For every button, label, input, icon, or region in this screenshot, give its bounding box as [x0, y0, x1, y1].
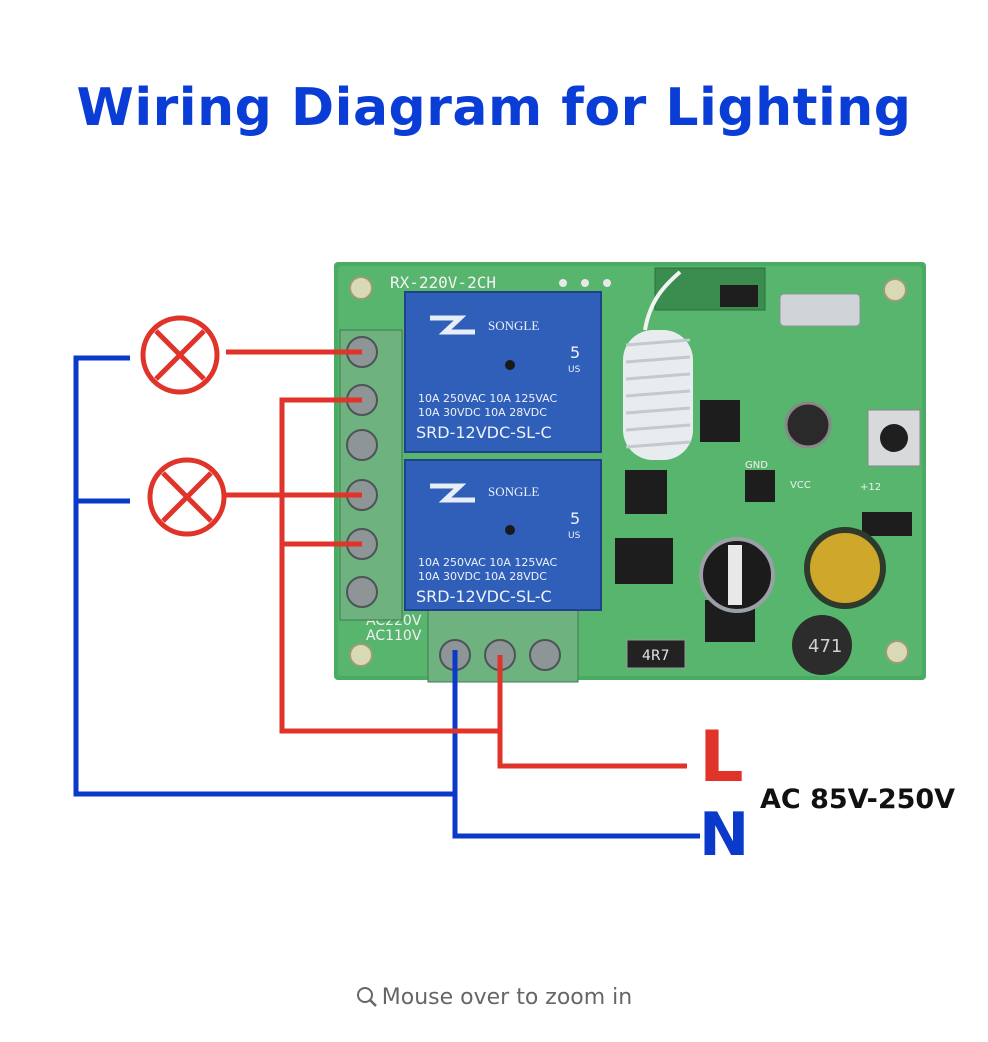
voltage-range-label: AC 85V-250V — [760, 784, 956, 815]
relay-1-model: SRD-12VDC-SL-C — [416, 423, 552, 442]
zoom-hint[interactable]: Mouse over to zoom in — [0, 985, 988, 1010]
relay-2-brand: SONGLE — [488, 484, 539, 499]
neutral-wires — [73, 355, 700, 839]
relay-2: SONGLE 5 US 10A 250VAC 10A 125VAC 10A 30… — [404, 459, 602, 611]
relay-2-pin-sub: US — [568, 531, 581, 541]
live-wire-common — [279, 397, 500, 734]
plus12-label: +12 — [860, 482, 881, 493]
magnifier-icon — [356, 987, 377, 1007]
relay-2-rating-2: 10A 30VDC 10A 28VDC — [418, 570, 547, 583]
antenna-coil — [623, 270, 693, 460]
relay-1-rating-2: 10A 30VDC 10A 28VDC — [418, 406, 547, 419]
relay-1-rating-1: 10A 250VAC 10A 125VAC — [418, 392, 558, 405]
input-terminal-block — [427, 609, 579, 683]
relay-2-model: SRD-12VDC-SL-C — [416, 587, 552, 606]
neutral-label: N — [699, 800, 750, 870]
lamp-icon — [140, 315, 220, 395]
live-label: L — [699, 716, 744, 798]
input-label-ac110: AC110V — [366, 628, 422, 644]
lamp-icon — [147, 457, 227, 537]
zoom-hint-text: Mouse over to zoom in — [381, 985, 633, 1010]
vcc-label: VCC — [790, 480, 811, 491]
relay-2-rating-1: 10A 250VAC 10A 125VAC — [418, 556, 558, 569]
output-terminal-block — [339, 329, 403, 621]
relay-1: SONGLE 5 US 10A 250VAC 10A 125VAC 10A 30… — [404, 291, 602, 453]
live-wire-input — [497, 655, 687, 769]
inductor-label: 471 — [808, 636, 842, 657]
neutral-wire-main — [73, 355, 455, 797]
diagram-title: Wiring Diagram for Lighting — [76, 78, 912, 138]
resistor-label: 4R7 — [642, 648, 670, 664]
relay-1-brand: SONGLE — [488, 318, 539, 333]
gnd-label: GND — [745, 460, 768, 471]
board-model-label: RX-220V-2CH — [390, 273, 496, 292]
relay-2-pin-mark: 5 — [570, 509, 580, 528]
relay-1-pin-sub: US — [568, 365, 581, 375]
relay-1-pin-mark: 5 — [570, 343, 580, 362]
live-wires — [226, 349, 687, 769]
neutral-wire-input — [452, 650, 700, 839]
